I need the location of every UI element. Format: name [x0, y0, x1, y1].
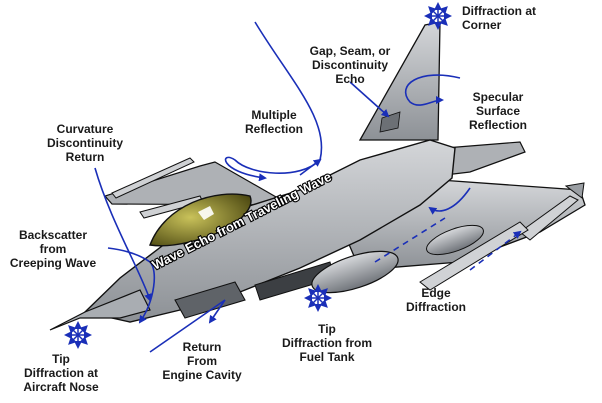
- label-multiple-reflection: Multiple Reflection: [244, 108, 303, 136]
- missile-fins: [564, 182, 585, 199]
- radial-arrow-ray: [68, 325, 79, 336]
- radial-arrow-ray: [68, 334, 79, 345]
- radial-arrow-ray: [437, 15, 448, 26]
- arrow-specular: [404, 74, 461, 106]
- engine-intake: [174, 281, 246, 319]
- label-gap-seam: Gap, Seam, or Discontinuity Echo: [309, 44, 391, 86]
- wingtip-missile: [519, 195, 579, 241]
- arrow-traveling-wave: [299, 158, 322, 176]
- label-backscatter: Backscatter from Creeping Wave: [9, 228, 97, 270]
- label-tip-nose: Tip Diffraction at Aircraft Nose: [23, 352, 99, 394]
- radial-arrow-ray: [308, 297, 319, 308]
- nose-cone: [49, 289, 151, 331]
- arrow-wing-curl: [428, 187, 471, 215]
- canopy: [149, 193, 252, 247]
- label-edge-diffraction: Edge Diffraction: [406, 286, 466, 314]
- radial-arrow-ray: [428, 15, 439, 26]
- underwing-missile: [419, 221, 529, 291]
- radial-arrows-icon-nose: [64, 321, 92, 349]
- arrow-gap-seam: [349, 81, 390, 118]
- radial-arrows-icon-tank: [304, 284, 332, 312]
- label-return-engine: Return From Engine Cavity: [162, 340, 242, 382]
- arrow-engine-cavity: [149, 299, 226, 353]
- radial-arrow-ray: [428, 6, 439, 17]
- arrow-edge-diffraction-1: [374, 217, 446, 263]
- label-diffraction-corner: Diffraction at Corner: [462, 4, 537, 32]
- fuel-tank-2: [426, 224, 484, 256]
- label-tip-fuel-tank: Tip Diffraction from Fuel Tank: [282, 322, 372, 364]
- radial-arrow-ray: [437, 6, 448, 17]
- canopy-glint: [198, 206, 214, 220]
- arrow-curvature: [94, 167, 152, 302]
- radial-arrow-ray: [317, 297, 328, 308]
- arrow-multiple-reflection: [224, 21, 323, 182]
- label-curvature: Curvature Discontinuity Return: [46, 122, 123, 164]
- radial-arrow-ray: [77, 334, 88, 345]
- radial-arrow-ray: [308, 288, 319, 299]
- radial-arrow-ray: [77, 325, 88, 336]
- radial-arrows-icon-corner: [424, 2, 452, 30]
- scatter-arrows: [94, 21, 522, 353]
- arrow-backscatter: [107, 247, 156, 324]
- far-wing-missile: [111, 157, 195, 199]
- label-specular: Specular Surface Reflection: [468, 90, 527, 132]
- radial-arrow-ray: [317, 288, 328, 299]
